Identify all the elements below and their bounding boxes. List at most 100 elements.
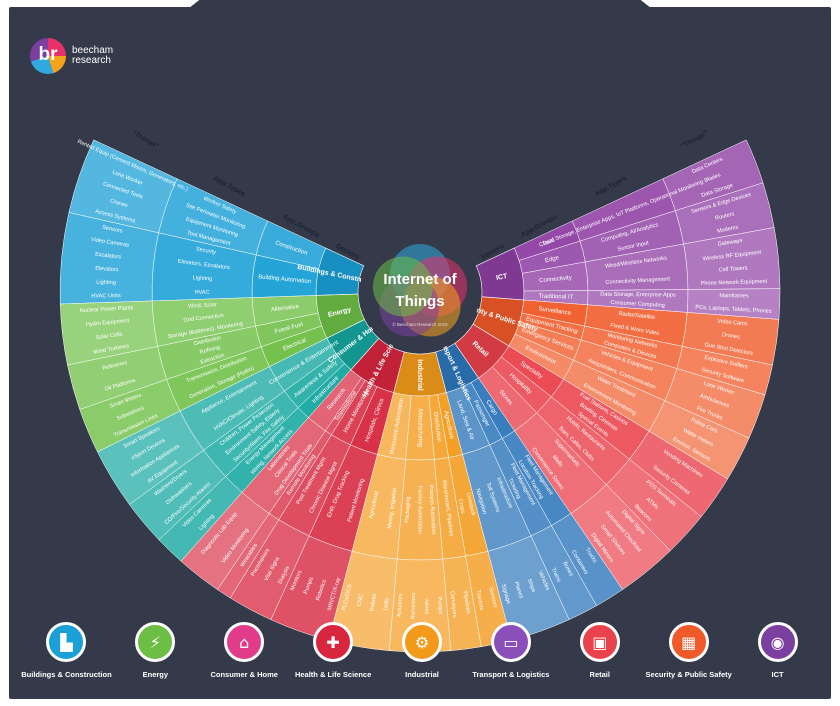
- legend-item-security-public-safety: ▦ Security & Public Safety: [639, 622, 739, 679]
- thing-label: Pumps: [303, 576, 315, 595]
- legend-label: Retail: [589, 670, 610, 679]
- hub-copyright: © Beecham Research 2015: [392, 321, 448, 327]
- app-group-label: Manufacturing: [416, 409, 422, 447]
- thing-label: Gateways: [717, 238, 743, 248]
- building-icon: ▙: [46, 622, 87, 662]
- things-segment: [686, 288, 781, 320]
- thing-label: HVAC Units: [91, 293, 121, 299]
- thing-label: Video Cams: [717, 319, 748, 328]
- thing-label: Blades: [704, 172, 722, 184]
- thing-label: Ships: [526, 578, 537, 593]
- thing-label: Drones: [721, 332, 740, 340]
- sector-health-life-science: [180, 337, 405, 641]
- app-group-label: Distribution: [432, 412, 442, 443]
- app-type-label: Security: [195, 246, 216, 256]
- things-segment: [570, 484, 671, 590]
- app-type-label: Packaging: [404, 496, 411, 522]
- thing-label: Robots: [369, 593, 378, 612]
- home-icon: ⌂: [224, 622, 265, 662]
- legend-label: ICT: [771, 670, 784, 679]
- legend-item-retail: ▣ Retail: [550, 622, 650, 679]
- health-icon: ✚: [313, 622, 354, 662]
- sector-ict: [475, 139, 781, 320]
- app-group-label: Alternative: [271, 304, 301, 313]
- security-icon: ▦: [668, 622, 709, 662]
- thing-label: Pumps: [436, 597, 443, 615]
- sector-legend: ▙ Buildings & Construction ⚡ Energy ⌂ Consume…: [21, 622, 822, 692]
- app-group-label: Surveillance: [538, 306, 572, 317]
- thing-label: Sensors: [102, 225, 124, 235]
- brand-mark: br: [30, 38, 66, 74]
- app-type-label: Process Automation: [428, 485, 437, 535]
- thing-label: Cell Towers: [719, 265, 748, 273]
- sector-transport-logistics: [435, 342, 623, 641]
- thing-label: Planes: [513, 581, 524, 599]
- brand-wordmark: beecham research: [72, 46, 113, 66]
- app-type-label: HVAC: [194, 290, 209, 296]
- app-type-label: Data Storage, Enterprise Apps: [600, 292, 676, 299]
- things-segment: [97, 410, 205, 505]
- app-type-label: Lighting: [192, 275, 212, 282]
- legend-item-consumer-home: ⌂ Consumer & Home: [194, 622, 294, 679]
- thing-label: Refineries: [102, 360, 128, 372]
- thing-label: Valves: [423, 598, 429, 615]
- sector-consumer-home: [97, 319, 380, 562]
- things-segment: [59, 300, 158, 366]
- legend-item-buildings-construction: ▙ Buildings & Construction: [16, 622, 116, 679]
- thing-label: Signage: [500, 583, 511, 604]
- hub-title-line-1: Internet of: [383, 271, 457, 288]
- thing-label: Conveyors: [449, 591, 458, 618]
- thing-label: PCs, Laptops, Tablets, Phones: [695, 305, 772, 315]
- transport-icon: ▭: [490, 622, 531, 662]
- sector-security-public-safety: [472, 296, 780, 480]
- legend-item-health-life-science: ✚ Health & Life Science: [283, 622, 383, 679]
- app-type-label: Grid Connection: [183, 313, 224, 324]
- thing-label: Tractors: [475, 590, 485, 611]
- thing-label: Drills: [383, 598, 390, 611]
- thing-label: Solar Cells: [95, 331, 123, 341]
- legend-item-transport-logistics: ▭ Transport & Logistics: [461, 622, 561, 679]
- thing-label: Elevators: [95, 266, 119, 274]
- app-type-label: Refining: [199, 345, 220, 356]
- thing-label: Actuators: [397, 593, 405, 617]
- energy-icon: ⚡: [135, 622, 176, 662]
- sector-ring-label: Industrial: [416, 359, 423, 391]
- thing-label: Pipelines: [462, 591, 471, 615]
- app-group-label: Edge: [545, 255, 561, 264]
- thing-label: Escalators: [95, 252, 122, 261]
- sector-retail: [454, 323, 729, 590]
- legend-label: Buildings & Construction: [21, 670, 112, 679]
- brand-line-1: beecham: [72, 45, 114, 56]
- things-segment: [487, 535, 570, 641]
- thing-label: Modems: [717, 225, 739, 235]
- thing-label: Phone Network Equipment: [701, 279, 768, 287]
- app-type-label: Mining, Irrigation: [387, 487, 398, 529]
- retail-icon: ▣: [579, 622, 620, 662]
- thing-label: Nuclear Power Plants: [79, 305, 133, 314]
- legend-label: Transport & Logistics: [472, 670, 550, 679]
- app-type-label: Agricultural: [368, 491, 380, 520]
- thing-label: Cranes: [109, 198, 128, 209]
- legend-label: Energy: [142, 670, 169, 679]
- thing-label: Hydro Equipment: [86, 318, 130, 328]
- brand-logo: br beecham research: [30, 38, 113, 74]
- legend-label: Security & Public Safety: [645, 670, 732, 679]
- thing-label: Harvesters: [410, 592, 417, 619]
- sector-buildings-construction: [59, 139, 365, 305]
- thing-label: Sensors: [487, 587, 498, 609]
- brand-line-2: research: [72, 55, 111, 66]
- legend-item-industrial: ⚙Industrial: [372, 622, 472, 679]
- things-segment: [180, 492, 270, 590]
- thing-label: CNC: [356, 594, 364, 607]
- app-type-label: Wind, Solar: [188, 302, 217, 310]
- legend-label: Consumer & Home: [210, 670, 278, 679]
- legend-item-energy: ⚡ Energy: [105, 622, 205, 679]
- thing-label: Lighting: [96, 280, 116, 287]
- app-type-label: Livestock: [465, 492, 476, 516]
- sector-energy: [59, 293, 365, 453]
- app-type-label: Crops: [457, 498, 466, 514]
- app-group-label: Cloud: [538, 237, 555, 248]
- legend-item-ict: ◉ICT: [728, 622, 828, 679]
- legend-label: Health & Life Science: [294, 670, 372, 679]
